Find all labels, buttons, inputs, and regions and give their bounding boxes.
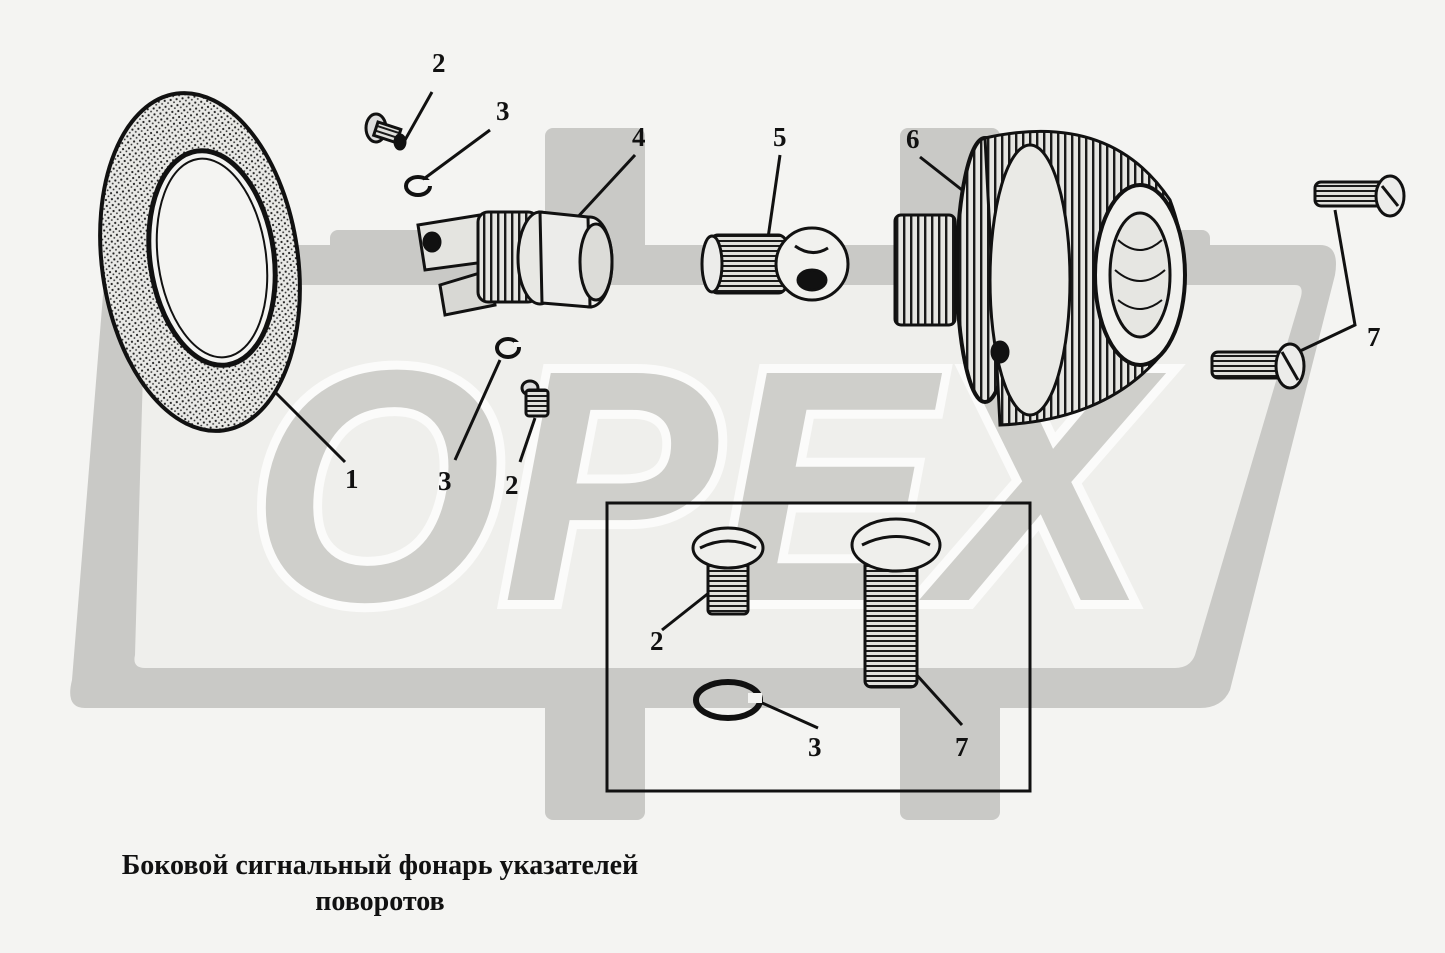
callout-screw-right: 7 <box>1367 322 1381 352</box>
callout-washer: 1 <box>345 464 359 494</box>
split-ring-top <box>404 175 432 197</box>
small-screw-bottom <box>520 379 550 418</box>
figure-caption: Боковой сигнальный фонарь указателей пов… <box>40 848 720 920</box>
gasket-washer <box>98 91 302 433</box>
long-screw-lower <box>1210 342 1306 390</box>
split-ring-bottom <box>495 337 521 359</box>
detail-ring <box>693 679 763 721</box>
small-screw-top <box>364 112 407 151</box>
detail-inset <box>605 501 1032 793</box>
callout-socket: 4 <box>632 122 646 152</box>
callout-labels: 1 2 3 4 5 6 7 3 2 2 3 7 <box>345 48 1381 762</box>
callout-detail-screw-long: 7 <box>955 732 969 762</box>
callout-ring-bottom: 3 <box>438 466 452 496</box>
lamp-socket <box>416 210 614 317</box>
long-screw-top <box>1313 174 1406 218</box>
lens-housing <box>893 129 1187 427</box>
callout-screw-bottom: 2 <box>505 470 519 500</box>
bulb <box>700 226 850 302</box>
callout-detail-ring: 3 <box>808 732 822 762</box>
caption-line-1: Боковой сигнальный фонарь указателей <box>121 850 639 881</box>
callout-detail-screw-short: 2 <box>650 626 664 656</box>
detail-screw-short <box>691 526 765 616</box>
caption-line-2: поворотов <box>315 886 445 917</box>
callout-lens-housing: 6 <box>906 124 920 154</box>
callout-bulb: 5 <box>773 122 787 152</box>
detail-screw-long <box>850 517 942 689</box>
callout-screw-top: 2 <box>432 48 446 78</box>
callout-ring-top: 3 <box>496 96 510 126</box>
